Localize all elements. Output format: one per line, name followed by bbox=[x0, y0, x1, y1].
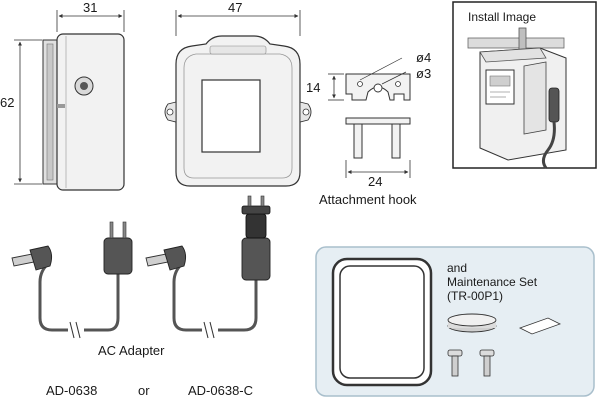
model-ad-0638-label: AD-0638 bbox=[46, 383, 98, 398]
attachment-hook-caption: Attachment hook bbox=[319, 192, 417, 207]
maintenance-and-label: and bbox=[447, 261, 468, 275]
ac-adapter-ad-0638-c bbox=[145, 195, 271, 339]
dimension-line-width-front bbox=[175, 10, 301, 36]
model-ad-0638-c-label: AD-0638-C bbox=[188, 383, 254, 398]
dimension-width-side: 31 bbox=[83, 0, 98, 15]
or-label: or bbox=[138, 383, 150, 398]
dimension-line-height-side bbox=[14, 39, 42, 185]
dimension-width-front: 47 bbox=[228, 0, 243, 15]
device-front-view bbox=[164, 35, 312, 187]
dimension-hook-width: 24 bbox=[368, 174, 383, 189]
attachment-hook-drawing bbox=[345, 57, 411, 159]
dimension-line-hook-height bbox=[328, 73, 344, 101]
install-image-panel bbox=[452, 1, 597, 169]
ac-adapter-ad-0638 bbox=[11, 221, 133, 339]
maintenance-set-label: Maintenance Set bbox=[447, 275, 538, 289]
ac-adapter-caption: AC Adapter bbox=[98, 343, 165, 358]
device-side-view bbox=[42, 33, 125, 191]
maintenance-set-panel bbox=[315, 246, 595, 397]
dimension-line-width-side bbox=[56, 10, 125, 32]
dimension-line-hook-width bbox=[345, 160, 411, 178]
dimension-height-side: 62 bbox=[0, 95, 15, 110]
install-image-caption: Install Image bbox=[468, 10, 537, 24]
dimension-hole-small: ø3 bbox=[416, 66, 432, 81]
dimension-hole-large: ø4 bbox=[416, 50, 432, 65]
dimension-hook-height: 14 bbox=[306, 80, 321, 95]
maintenance-model-label: (TR-00P1) bbox=[447, 289, 504, 303]
